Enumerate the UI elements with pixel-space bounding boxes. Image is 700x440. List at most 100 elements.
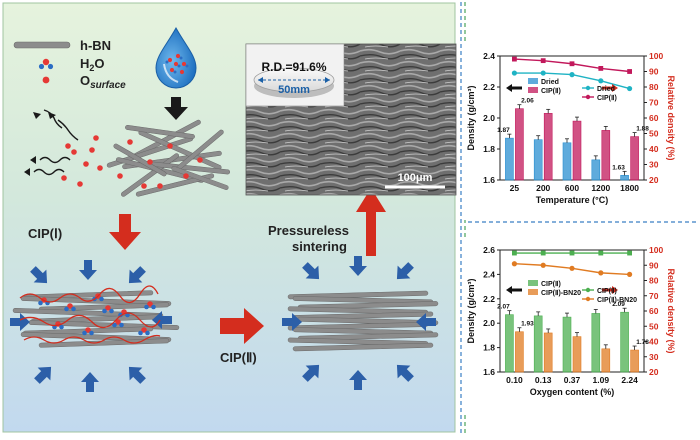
y-tick-label: 2.6	[483, 245, 495, 255]
y2-tick-label: 80	[649, 276, 659, 286]
stack-water-h	[71, 307, 76, 312]
y2-tick-label: 60	[649, 113, 659, 123]
line-marker	[541, 58, 546, 63]
y-tick-label: 2.2	[483, 82, 495, 92]
stack-water-h	[119, 323, 124, 328]
bar	[621, 175, 629, 180]
y2-axis-title: Relative density (%)	[666, 268, 676, 353]
y2-tick-label: 30	[649, 160, 659, 170]
x-tick-label: 1200	[591, 183, 610, 193]
cip2-dense-stack	[288, 291, 438, 351]
oxygen-dot	[183, 173, 189, 179]
y-tick-label: 2.0	[483, 113, 495, 123]
y2-tick-label: 100	[649, 51, 663, 61]
stack-water-h	[99, 297, 104, 302]
legend-marker	[586, 288, 590, 292]
diameter-label: 50mm	[278, 84, 310, 96]
line-marker	[598, 251, 603, 256]
oxygen-dot	[167, 143, 173, 149]
stack-water-h	[102, 309, 107, 314]
stack-water-h	[145, 331, 150, 336]
y-tick-label: 2.0	[483, 318, 495, 328]
x-tick-label: 0.10	[506, 375, 523, 385]
bar	[534, 316, 542, 372]
data-label: 1.87	[497, 127, 510, 134]
stack-water-h	[151, 305, 156, 310]
oxygen-dot	[197, 157, 203, 163]
legend-label: CIP(Ⅱ)	[597, 94, 617, 102]
oxygen-dot	[61, 175, 67, 181]
bar	[573, 121, 581, 180]
legend-swatch	[528, 78, 538, 84]
line-marker	[598, 78, 603, 83]
line-marker	[569, 266, 574, 271]
stack-water-h	[138, 331, 143, 336]
legend-marker	[586, 86, 590, 90]
x-tick-label: 1800	[620, 183, 639, 193]
bar	[505, 315, 513, 372]
y2-tick-label: 20	[649, 367, 659, 377]
y-tick-label: 1.6	[483, 367, 495, 377]
y2-tick-label: 70	[649, 291, 659, 301]
y2-tick-label: 90	[649, 260, 659, 270]
cip2-label: CIP(Ⅱ)	[220, 350, 257, 365]
legend-swatch	[528, 289, 538, 295]
line-marker	[598, 270, 603, 275]
y-axis-title: Density (g/cm³)	[466, 278, 476, 343]
cip1-label: CIP(Ⅰ)	[28, 226, 62, 241]
oxygen-dot	[65, 143, 71, 149]
legend-marker	[586, 95, 590, 99]
bar	[631, 137, 639, 180]
y2-tick-label: 90	[649, 67, 659, 77]
line-marker	[569, 72, 574, 77]
oxygen-dot	[89, 147, 95, 153]
legend-label: CIP(Ⅱ)	[541, 280, 561, 288]
bar	[621, 312, 629, 372]
y-tick-label: 2.4	[483, 269, 495, 279]
oxygen-dot	[83, 161, 89, 167]
oxygen-dot	[77, 181, 83, 187]
y2-tick-label: 60	[649, 306, 659, 316]
bar	[563, 143, 571, 180]
y2-tick-label: 80	[649, 82, 659, 92]
line-marker	[627, 86, 632, 91]
legend-label: CIP(Ⅱ)-BN20	[541, 289, 581, 297]
line-marker	[627, 251, 632, 256]
bar	[592, 160, 600, 180]
oxygen-dot	[117, 173, 123, 179]
oxygen-dot	[97, 165, 103, 171]
x-tick-label: 2.24	[621, 375, 638, 385]
x-tick-label: 0.37	[564, 375, 581, 385]
bar	[592, 313, 600, 372]
y2-tick-label: 100	[649, 245, 663, 255]
oxygen-dot	[147, 159, 153, 165]
line-marker	[598, 66, 603, 71]
stack-water-h	[109, 309, 114, 314]
data-label: 1.93	[521, 321, 534, 328]
bar	[544, 333, 552, 372]
chart-oxygen: 1.61.82.02.22.42.620304050607080901000.1…	[464, 238, 688, 412]
legend-label: Dried	[597, 86, 615, 93]
bar	[602, 349, 610, 372]
bar	[544, 113, 552, 180]
legend-swatch	[528, 87, 538, 93]
x-tick-label: 25	[510, 183, 520, 193]
line-marker	[541, 263, 546, 268]
oxygen-dot	[93, 135, 99, 141]
stack-water-h	[82, 331, 87, 336]
oxygen-dot	[157, 183, 163, 189]
line-marker	[512, 261, 517, 266]
y2-axis-title: Relative density (%)	[666, 75, 676, 160]
line-marker	[570, 61, 575, 66]
legend-label: Dried	[541, 79, 559, 86]
y2-tick-label: 70	[649, 98, 659, 108]
data-label: 2.07	[497, 304, 510, 311]
y2-tick-label: 20	[649, 175, 659, 185]
line-marker	[627, 69, 632, 74]
line-marker	[512, 251, 517, 256]
y-axis-title: Density (g/cm³)	[466, 85, 476, 150]
y-tick-label: 1.8	[483, 144, 495, 154]
x-axis-title: Temperature (°C)	[536, 195, 608, 205]
